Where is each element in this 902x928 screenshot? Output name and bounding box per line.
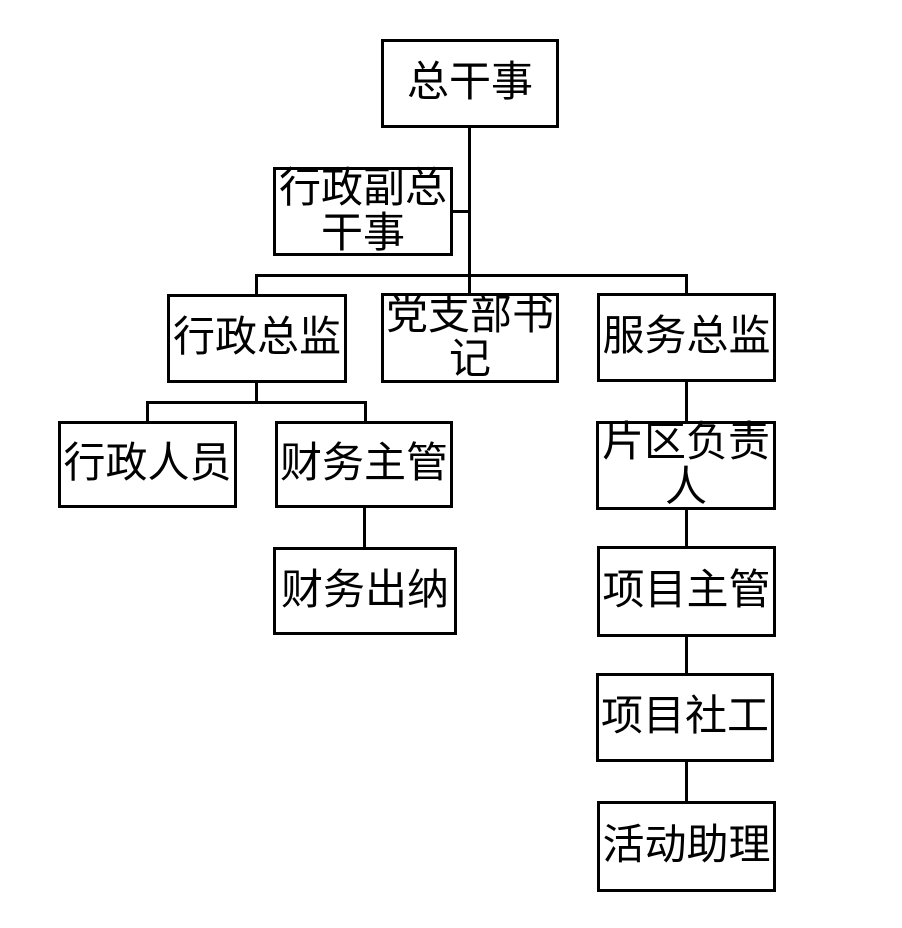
node-project-supervisor: 项目主管 [597,546,776,637]
node-admin-staff: 行政人员 [58,421,237,508]
connector-level4-horizontal [146,401,367,404]
connector-deputy-to-trunk [452,210,469,213]
connector-drop-service-director [685,274,688,293]
node-area-leader: 片区负责 人 [596,421,776,510]
connector-area-leader-to-project-supervisor [685,510,688,546]
connector-admin-director-stem [255,383,258,402]
connector-service-director-to-area-leader [685,382,688,421]
connector-social-worker-to-activity-assistant [685,762,688,801]
connector-trunk-vertical [468,128,471,293]
node-finance-supervisor: 财务主管 [275,421,453,508]
node-deputy-general-secretary: 行政副总 干事 [273,167,453,256]
connector-level3-horizontal [255,274,688,277]
connector-drop-finance-supervisor [364,401,367,421]
node-service-director: 服务总监 [597,293,776,382]
node-finance-cashier: 财务出纳 [273,547,457,635]
connector-finance-supervisor-to-cashier [363,508,366,547]
connector-drop-admin-director [255,274,258,294]
node-general-secretary: 总干事 [381,39,559,128]
connector-project-supervisor-to-social-worker [685,637,688,673]
node-project-social-worker: 项目社工 [596,673,774,762]
node-admin-director: 行政总监 [167,294,347,383]
connector-drop-admin-staff [146,401,149,421]
node-party-branch-secretary: 党支部书 记 [381,293,559,383]
node-activity-assistant: 活动助理 [597,801,776,892]
